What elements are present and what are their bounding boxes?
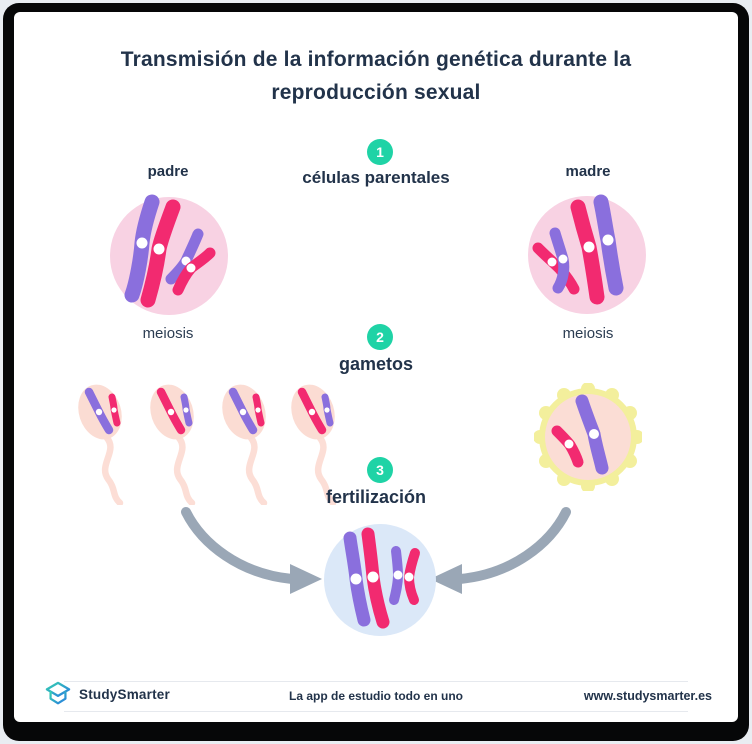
father-cell-illustration [110,194,228,315]
step-2-badge: 2 [367,324,393,350]
step-2-label: gametos [338,354,414,374]
zygote-chromosomes [343,527,420,629]
title-line-2: reproducción sexual [271,81,481,104]
father-chromosomes [124,194,216,308]
title-line-1: Transmisión de la información genética d… [120,48,632,71]
studysmarter-logo-icon [45,681,71,705]
page-title: Transmisión de la información genética d… [30,43,722,109]
step-3-label: fertilización [325,487,427,507]
mother-cell-illustration [528,194,646,314]
footer-website-url: www.studysmarter.es [583,689,712,703]
footer-divider-bottom [64,711,688,712]
curved-arrow-left-icon [181,507,322,594]
arrows-layer [181,507,571,594]
footer-divider-top [64,681,688,682]
sperm-icon [78,384,124,505]
studysmarter-logo: StudySmarter [44,681,170,707]
step-1-label: células parentales [302,168,450,187]
curved-arrow-right-icon [430,507,571,594]
zygote-cell-icon [324,524,436,636]
studysmarter-brand-name: StudySmarter [79,686,170,702]
father-meiosis-label: meiosis [142,325,194,342]
sperm-icon [222,384,268,505]
mother-chromosomes [532,194,624,305]
step-3-badge: 3 [367,457,393,483]
egg-cell-icon [534,383,642,491]
mother-meiosis-label: meiosis [562,325,614,342]
father-label: padre [147,163,189,180]
sperm-icon [150,384,196,505]
footer-tagline: La app de estudio todo en uno [289,689,463,703]
sperm-icon [291,384,337,505]
step-1-badge: 1 [367,139,393,165]
mother-label: madre [565,163,611,180]
